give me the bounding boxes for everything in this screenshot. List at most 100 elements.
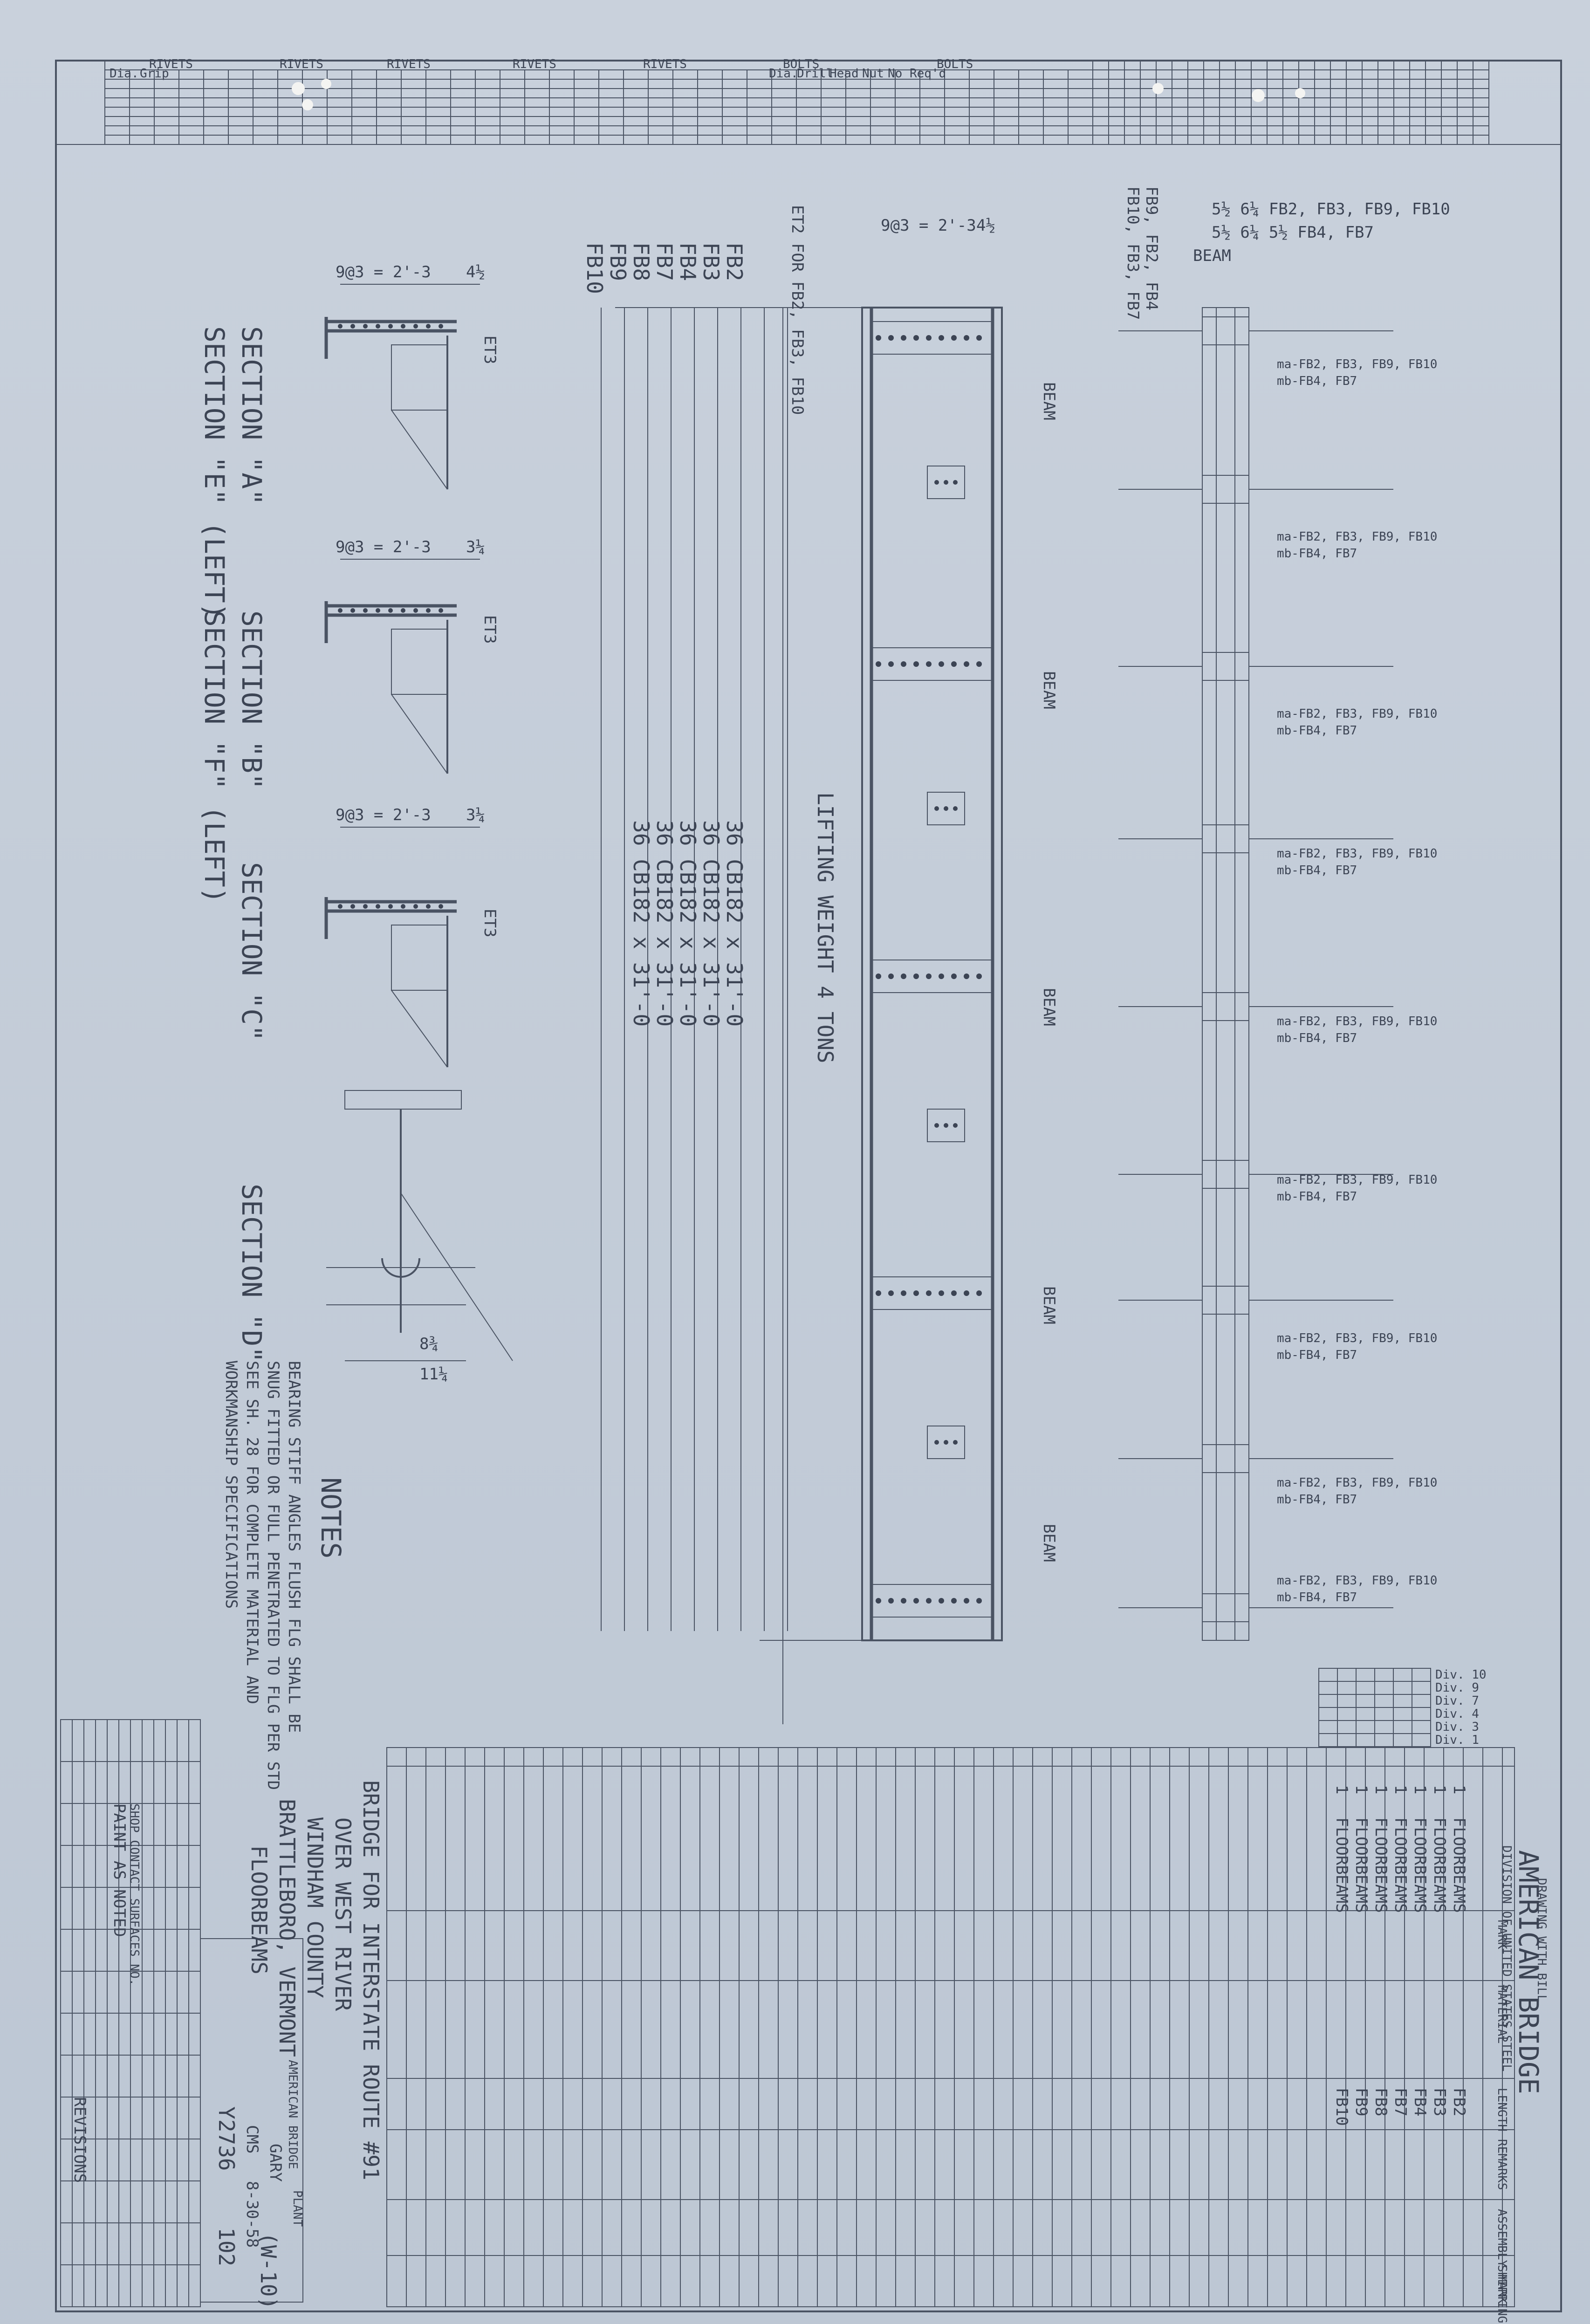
beam-label-3: BEAM xyxy=(1040,988,1058,1026)
rivet-dot xyxy=(413,608,418,613)
bill-row-qty: 1 xyxy=(1332,1785,1351,1794)
stiffener-rivet xyxy=(876,661,881,667)
bill-row-name: FLOORBEAMS xyxy=(1352,1817,1371,1913)
header-table xyxy=(104,60,1489,145)
rivet-dot xyxy=(426,324,431,329)
size-3: 36 CB182 x 31'-0 xyxy=(675,820,700,1027)
right-connection-plate xyxy=(1202,1160,1249,1189)
made-at: GARY xyxy=(266,2144,285,2182)
repeat-note-mb: mb-FB4, FB7 xyxy=(1277,374,1357,388)
section-a-dim: 9@3 = 2'-3 xyxy=(336,263,431,281)
girder-elevation xyxy=(601,307,1003,1724)
stiffener-plate xyxy=(871,960,993,993)
bolt-col-noreqd: No Req'd xyxy=(888,67,946,81)
bill-row-name: FLOORBEAMS xyxy=(1450,1817,1468,1913)
repeat-note-mb: mb-FB4, FB7 xyxy=(1277,864,1357,877)
stiffener-rivet xyxy=(976,661,982,667)
rivet-dot xyxy=(401,904,405,909)
drawn-by: CMS xyxy=(243,2125,261,2153)
section-a-mark: ET3 xyxy=(480,336,499,364)
section-d-dim2: 11¼ xyxy=(419,1365,448,1384)
section-b-subtitle: SECTION "F" (LEFT) xyxy=(199,610,230,904)
beam-label-top: BEAM xyxy=(1193,247,1231,265)
div-label: Div. 1 xyxy=(1435,1733,1479,1747)
div-label: Div. 10 xyxy=(1435,1668,1487,1682)
drawn-date: 8-30-58 xyxy=(243,2181,261,2248)
stiffener-rivet xyxy=(964,973,969,979)
bill-row-name: FLOORBEAMS xyxy=(1411,1817,1429,1913)
notes-line-1: BEARING STIFF ANGLES FLUSH FLG SHALL BE xyxy=(285,1361,303,1733)
stiffener-rivet xyxy=(913,335,919,341)
section-a-dim-end: 4½ xyxy=(466,263,485,281)
connection-plate xyxy=(927,466,965,499)
connection-rivet xyxy=(953,480,958,485)
right-connection-plate xyxy=(1202,1286,1249,1315)
rivet-dot xyxy=(413,324,418,329)
connection-rivet xyxy=(934,806,939,811)
project-line-4: BRATTLEBORO, VERMONT xyxy=(274,1799,300,2057)
stiffener-rivet xyxy=(901,1598,906,1604)
div-label: Div. 9 xyxy=(1435,1681,1479,1695)
section-b-dim-end: 3¼ xyxy=(466,538,485,556)
mark-fb2: FB2 xyxy=(722,242,747,281)
stiffener-rivet xyxy=(951,335,957,341)
stiffener-rivet xyxy=(901,661,906,667)
rivet-dot xyxy=(338,324,343,329)
repeat-note-ma: ma-FB2, FB3, FB9, FB10 xyxy=(1277,1476,1437,1490)
mark-fb9: FB9 xyxy=(605,242,631,281)
rivet-dot xyxy=(376,904,380,909)
stiffener-plate xyxy=(871,647,993,681)
rivet-group-3: RIVETS xyxy=(387,57,431,71)
bill-row-name: FLOORBEAMS xyxy=(1332,1817,1351,1913)
connection-rivet xyxy=(953,1440,958,1445)
stiffener-rivet xyxy=(939,335,944,341)
notes-line-3: SEE SH. 28 FOR COMPLETE MATERIAL AND xyxy=(243,1361,261,1704)
bill-of-material-grid xyxy=(386,1668,1515,2307)
repeat-note-ma: ma-FB2, FB3, FB9, FB10 xyxy=(1277,847,1437,861)
revisions-label: REVISIONS xyxy=(70,2097,89,2183)
repeat-note-ma: ma-FB2, FB3, FB9, FB10 xyxy=(1277,530,1437,544)
rivet-dot xyxy=(376,608,380,613)
stiffener-rivet xyxy=(939,1290,944,1296)
stiffener-rivet xyxy=(951,973,957,979)
bill-header-length: LENGTH xyxy=(1495,2088,1509,2132)
stiffener-rivet xyxy=(951,1598,957,1604)
stiffener-rivet xyxy=(901,335,906,341)
title-block-grid xyxy=(60,1719,303,2307)
rivet-dot xyxy=(363,324,368,329)
beam-label-2: BEAM xyxy=(1040,671,1058,709)
repeat-note-ma: ma-FB2, FB3, FB9, FB10 xyxy=(1277,1331,1437,1345)
right-connection-plate xyxy=(1202,824,1249,853)
bill-row-qty: 1 xyxy=(1352,1785,1371,1794)
mark-fb8: FB8 xyxy=(629,242,654,281)
section-a-view xyxy=(324,284,480,490)
section-d-title: SECTION "D" xyxy=(236,1184,267,1363)
section-a-subtitle: SECTION "E" (LEFT) xyxy=(199,326,230,619)
connection-rivet xyxy=(953,806,958,811)
section-c-dim-end: 3¼ xyxy=(466,806,485,824)
right-elevation xyxy=(1118,307,1393,1641)
beam-label-1: BEAM xyxy=(1040,382,1058,420)
bill-row-name: FLOORBEAMS xyxy=(1391,1817,1410,1913)
size-2: 36 CB182 x 31'-0 xyxy=(699,820,724,1027)
right-connection-plate xyxy=(1202,1593,1249,1622)
plant-label: PLANT xyxy=(290,2190,304,2227)
tb-company-small: AMERICAN BRIDGE xyxy=(286,2060,300,2169)
stiffener-rivet xyxy=(964,1598,969,1604)
right-dims-1: 5½ 6¼ FB2, FB3, FB9, FB10 xyxy=(1212,200,1450,219)
repeat-note-mb: mb-FB4, FB7 xyxy=(1277,1031,1357,1045)
stiffener-rivet xyxy=(888,973,894,979)
right-connection-plate xyxy=(1202,316,1249,345)
header-table-labels: RIVETS RIVETS RIVETS RIVETS RIVETS BOLTS… xyxy=(110,57,973,81)
mark-fb3: FB3 xyxy=(699,242,724,281)
stiffener-plate xyxy=(871,1584,993,1618)
connection-rivet xyxy=(944,480,948,485)
stamp-line-2: SHOP CONTACT SURFACES NO. xyxy=(127,1803,141,1986)
connection-rivet xyxy=(944,1440,948,1445)
notes-line-2: SNUG FITTED OR FULL PENETRATED TO FLG PE… xyxy=(264,1361,282,1790)
order-no: Y2736 xyxy=(214,2106,239,2171)
section-d-dim1: 8¾ xyxy=(419,1335,439,1353)
bill-header-mark: MARK xyxy=(1495,1920,1509,1949)
size-1: 36 CB182 x 31'-0 xyxy=(722,820,747,1027)
rivet-dot xyxy=(426,608,431,613)
